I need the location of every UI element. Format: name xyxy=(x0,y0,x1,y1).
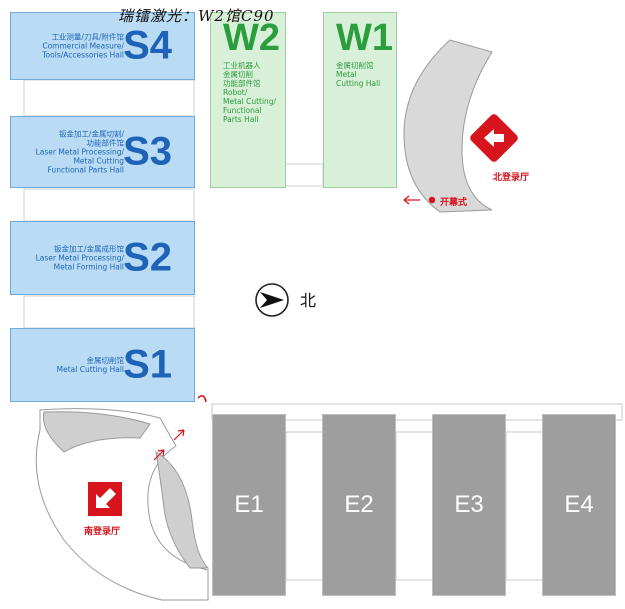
hall-s1-code: S1 xyxy=(123,342,172,387)
south-entrance-icon xyxy=(88,482,122,516)
hall-label-line: Metal Cutting Hall xyxy=(56,365,124,374)
e-upper-corridor xyxy=(211,403,623,421)
corridor-w2-w1 xyxy=(284,163,324,187)
hall-label-line: 工业测量/刀具/附件馆 xyxy=(51,32,124,42)
hall-e4[interactable]: E4 xyxy=(542,414,616,596)
hall-label-line: Parts Hall xyxy=(223,115,259,124)
corridor-e3-e4 xyxy=(505,431,545,581)
hall-label-line: Laser Metal Processing/ xyxy=(35,147,124,157)
north-entrance-icon xyxy=(470,114,518,162)
hall-w2[interactable]: W2 工业机器人 金属切削 功能部件馆 Robot/ Metal Cutting… xyxy=(210,12,286,188)
hall-s4-label: 工业测量/刀具/附件馆 Commercial Measure/ Tools/Ac… xyxy=(42,33,124,60)
hall-s2-code: S2 xyxy=(123,235,172,280)
hall-s4[interactable]: 工业测量/刀具/附件馆 Commercial Measure/ Tools/Ac… xyxy=(10,12,195,80)
overlay-annotation: 瑞镭激光：W2馆C90 xyxy=(118,7,275,25)
hall-s1[interactable]: 金属切削馆 Metal Cutting Hall S1 xyxy=(10,328,195,402)
hall-e2[interactable]: E2 xyxy=(322,414,396,596)
hall-label-line: Cutting Hall xyxy=(336,79,381,88)
corridor-e2-e3 xyxy=(395,431,435,581)
hall-label-line: Laser Metal Processing/ xyxy=(35,253,124,263)
hall-label-line: 金属切削馆 xyxy=(336,61,374,70)
hall-label-line: Robot/ xyxy=(223,88,248,97)
hall-w1-label: 金属切削馆 Metal Cutting Hall xyxy=(336,61,380,88)
hall-e4-code: E4 xyxy=(564,491,594,518)
south-lobby-band-top xyxy=(42,411,151,453)
hall-s1-label: 金属切削馆 Metal Cutting Hall xyxy=(57,356,124,374)
opening-ceremony-label: 开幕式 xyxy=(440,198,468,208)
hall-label-line: Commercial Measure/ xyxy=(42,41,124,51)
hall-s3-code: S3 xyxy=(123,129,172,174)
hall-label-line: 金属切削馆 xyxy=(86,356,125,365)
hall-e2-code: E2 xyxy=(344,491,374,518)
south-arrow-2 xyxy=(173,429,185,441)
south-lobby xyxy=(35,408,209,601)
hall-s4-code: S4 xyxy=(123,23,172,68)
hall-s2-label: 钣金加工/金属成形馆 Laser Metal Processing/ Metal… xyxy=(36,245,124,272)
corridor-s2-s1 xyxy=(23,295,195,329)
hall-label-line: Metal xyxy=(336,70,357,79)
hall-e1-code: E1 xyxy=(234,491,264,518)
hall-label-line: Functional xyxy=(223,106,262,115)
opening-ceremony-dot xyxy=(428,196,436,204)
north-direction-label: 北 xyxy=(300,291,317,310)
corridor-s3-s2 xyxy=(23,188,195,222)
hall-label-line: Metal Cutting xyxy=(73,156,124,166)
hall-w1-code: W1 xyxy=(336,17,393,59)
hall-label-line: Metal Forming Hall xyxy=(53,262,124,272)
hall-label-line: Metal Cutting/ xyxy=(223,97,277,106)
compass-icon xyxy=(255,283,289,317)
hall-s3-label: 钣金加工/金属切割/ 功能部件馆 Laser Metal Processing/… xyxy=(36,130,124,175)
opening-ceremony-arrow xyxy=(403,195,420,205)
hall-label-line: Functional Parts Hall xyxy=(47,165,124,175)
hall-w2-code: W2 xyxy=(223,17,280,59)
hall-e1[interactable]: E1 xyxy=(212,414,286,596)
hall-label-line: 钣金加工/金属切割/ xyxy=(58,129,124,139)
hall-label-line: 工业机器人 xyxy=(223,61,261,70)
south-entrance-label: 南登录厅 xyxy=(84,527,121,537)
hall-e3[interactable]: E3 xyxy=(432,414,506,596)
hall-w2-label: 工业机器人 金属切削 功能部件馆 Robot/ Metal Cutting/ F… xyxy=(223,61,276,124)
north-lobby xyxy=(403,39,493,213)
south-arrow-1 xyxy=(153,449,165,461)
hall-label-line: 金属切削 xyxy=(223,70,253,79)
south-arrow-3 xyxy=(197,394,207,403)
hall-label-line: 功能部件馆 xyxy=(86,138,125,148)
corridor-s4-s3 xyxy=(23,79,195,117)
north-entrance-label: 北登录厅 xyxy=(493,173,530,183)
hall-label-line: 钣金加工/金属成形馆 xyxy=(53,244,124,254)
hall-label-line: Tools/Accessories Hall xyxy=(42,50,124,60)
hall-w1[interactable]: W1 金属切削馆 Metal Cutting Hall xyxy=(323,12,397,188)
corridor-e1-e2 xyxy=(285,431,325,581)
hall-e3-code: E3 xyxy=(454,491,484,518)
hall-label-line: 功能部件馆 xyxy=(223,79,261,88)
hall-s2[interactable]: 钣金加工/金属成形馆 Laser Metal Processing/ Metal… xyxy=(10,221,195,295)
south-lobby-band-right xyxy=(155,451,210,569)
hall-s3[interactable]: 钣金加工/金属切割/ 功能部件馆 Laser Metal Processing/… xyxy=(10,116,195,188)
